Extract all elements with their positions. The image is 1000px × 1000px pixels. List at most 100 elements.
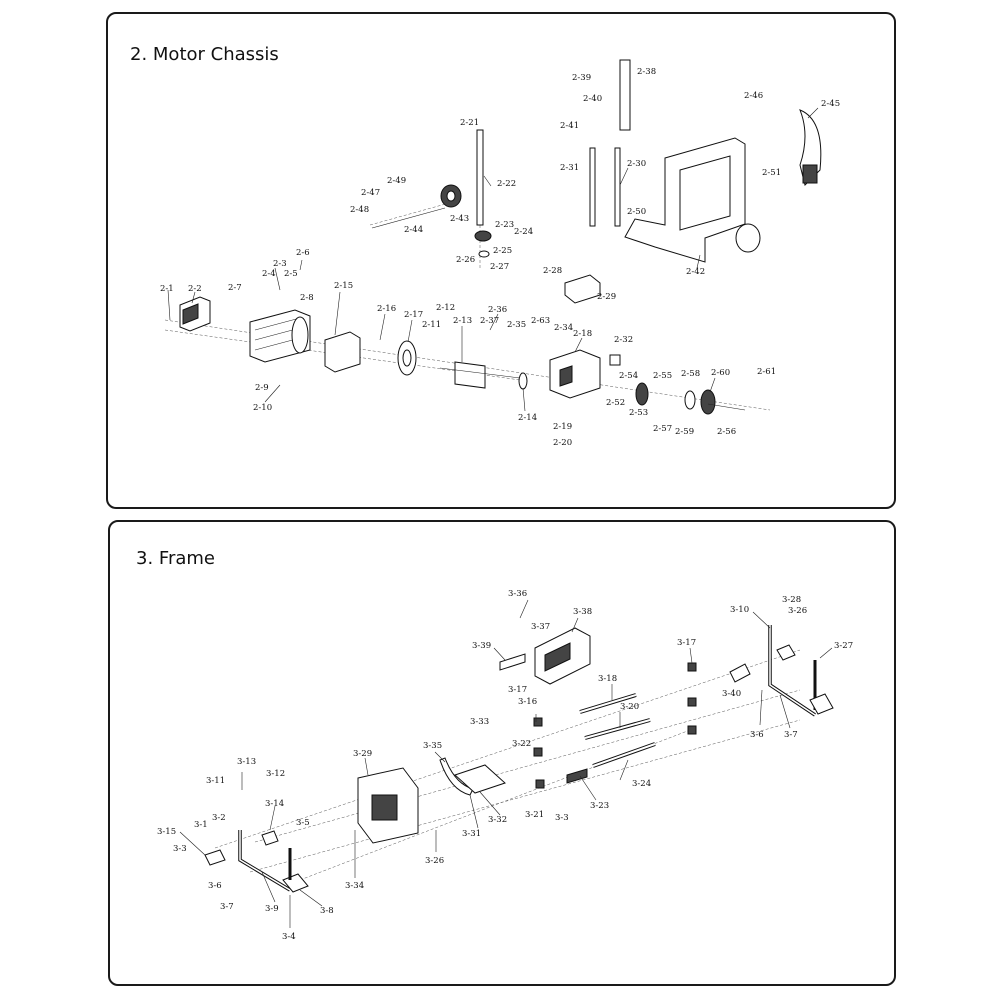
part-label: 2-63 [531,316,550,326]
part-label: 3-26 [425,856,444,866]
part-label: 3-2 [212,813,226,823]
part-label: 2-51 [762,168,781,178]
part-label: 3-14 [265,799,284,809]
part-label: 2-36 [488,305,507,315]
part-label: 2-18 [573,329,592,339]
motor-chassis-drawing [164,59,822,415]
part-label: 3-15 [157,827,176,837]
part-label: 3-10 [730,605,749,615]
part-label: 2-14 [518,413,537,423]
part-label: 3-27 [834,641,853,651]
part-label: 2-46 [744,91,763,101]
part-label: 3-40 [722,689,741,699]
part-label: 3-3 [173,844,187,854]
part-label: 3-13 [237,757,256,767]
part-label: 3-6 [750,730,764,740]
part-label: 2-41 [560,121,579,131]
part-label: 2-3 [273,259,287,269]
part-label: 2-38 [637,67,656,77]
part-label: 2-54 [619,371,638,381]
part-label: 2-56 [717,427,736,437]
part-label: 3-9 [265,904,279,914]
motor-leader-lines [167,107,819,412]
section-title-frame: 3. Frame [136,548,215,569]
part-label: 2-31 [560,163,579,173]
part-label: 2-60 [711,368,730,378]
part-label: 2-16 [377,304,396,314]
motor-part-labels: 2-1 2-2 2-3 2-4 2-5 2-6 2-7 2-8 2-9 2-10… [160,67,840,448]
part-label: 3-18 [598,674,617,684]
part-label: 3-31 [462,829,481,839]
part-label: 3-20 [620,702,639,712]
part-label: 2-29 [597,292,616,302]
part-label: 3-38 [573,607,592,617]
part-label: 2-25 [493,246,512,256]
part-label: 2-39 [572,73,591,83]
part-label: 2-48 [350,205,369,215]
part-label: 2-49 [387,176,406,186]
part-label: 3-34 [345,881,364,891]
part-label: 2-43 [450,214,469,224]
part-label: 2-37 [480,316,499,326]
part-label: 2-53 [629,408,648,418]
part-label: 2-35 [507,320,526,330]
part-label: 3-7 [220,902,234,912]
frame-leader-lines [179,599,833,928]
part-label: 2-59 [675,427,694,437]
part-label: 3-33 [470,717,489,727]
part-label: 3-32 [488,815,507,825]
part-label: 2-32 [614,335,633,345]
frame-part-labels: 3-1 3-2 3-3 3-3 3-4 3-5 3-6 3-6 3-7 3-7 … [157,589,853,942]
motor-chassis-panel: 2. Motor Chassis [106,12,896,509]
part-label: 2-58 [681,369,700,379]
part-label: 3-5 [296,818,310,828]
part-label: 2-10 [253,403,272,413]
part-label: 3-29 [353,749,372,759]
part-label: 2-24 [514,227,533,237]
part-label: 2-15 [334,281,353,291]
part-label: 3-28 [782,595,801,605]
part-label: 2-5 [284,269,298,279]
part-label: 3-3 [555,813,569,823]
part-label: 2-52 [606,398,625,408]
part-label: 3-24 [632,779,651,789]
part-label: 3-7 [784,730,798,740]
part-label: 3-22 [512,739,531,749]
part-label: 3-16 [518,697,537,707]
part-label: 2-61 [757,367,776,377]
part-label: 3-36 [508,589,527,599]
part-label: 2-17 [404,310,423,320]
part-label: 3-11 [206,776,225,786]
part-label: 2-47 [361,188,380,198]
part-label: 2-23 [495,220,514,230]
part-label: 2-57 [653,424,672,434]
part-label: 3-17 [677,638,696,648]
part-label: 2-4 [262,269,276,279]
part-label: 2-7 [228,283,242,293]
frame-drawing [204,625,834,893]
part-label: 2-9 [255,383,269,393]
part-label: 2-22 [497,179,516,189]
part-label: 2-55 [653,371,672,381]
part-label: 2-27 [490,262,509,272]
part-label: 3-23 [590,801,609,811]
part-label: 3-12 [266,769,285,779]
part-label: 2-11 [422,320,441,330]
part-label: 2-1 [160,284,174,294]
part-label: 2-45 [821,99,840,109]
part-label: 2-19 [553,422,572,432]
part-label: 3-21 [525,810,544,820]
part-label: 3-26 [788,606,807,616]
part-label: 2-2 [188,284,202,294]
part-label: 2-8 [300,293,314,303]
part-label: 2-34 [554,323,573,333]
part-label: 2-20 [553,438,572,448]
section-title-motor: 2. Motor Chassis [130,44,279,65]
part-label: 2-30 [627,159,646,169]
part-label: 2-26 [456,255,475,265]
part-label: 2-42 [686,267,705,277]
part-label: 3-4 [282,932,296,942]
part-label: 2-44 [404,225,423,235]
part-label: 2-13 [453,316,472,326]
part-label: 3-6 [208,881,222,891]
